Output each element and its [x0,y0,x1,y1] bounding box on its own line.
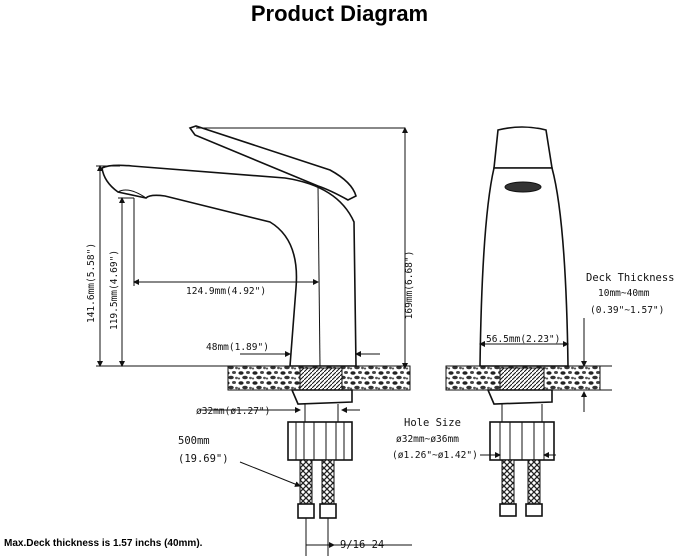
side-view: Deck Thickness 10mm~40mm (0.39"~1.57") 5… [392,126,675,517]
hole-size-label: Hole Size [404,417,461,429]
side-aerator [504,181,542,193]
deck-thickness-in: (0.39"~1.57") [590,305,664,316]
hole-size-in: (ø1.26"~ø1.42") [392,450,478,461]
front-view: 169mm(6.68") 141.6mm(5.58") 119.5mm(4.69… [86,125,415,556]
dim-hose-mm: 500mm [178,435,210,447]
side-body [479,167,569,367]
mounting-nut [287,421,353,461]
aerator [117,189,147,199]
hose-right [321,459,335,505]
dim-height-spout: 141.6mm(5.58") [86,243,97,323]
side-handle [493,126,553,169]
dim-shank: ø32mm(ø1.27") [196,406,270,417]
thread-shank [299,367,343,391]
lever-handle [188,125,357,201]
footer-note: Max.Deck thickness is 1.57 inchs (40mm). [4,538,203,549]
body-center-line [317,185,321,367]
mounting-bracket [290,389,353,405]
dim-height-total: 169mm(6.68") [404,251,415,320]
dim-height-outlet: 119.5mm(4.69") [109,250,120,330]
deck-thickness-mm: 10mm~40mm [598,288,650,299]
connector-size: 9/16-24 [340,539,384,551]
hose-left [299,459,313,505]
dim-hose-in: (19.69") [178,453,229,465]
dim-reach: 124.9mm(4.92") [186,286,266,297]
deck-thickness-label: Deck Thickness [586,272,675,284]
faucet-body [101,164,357,367]
dim-base-side: 56.5mm(2.23") [486,334,560,345]
hole-size-mm: ø32mm~ø36mm [396,434,459,445]
dim-base-front: 48mm(1.89") [206,342,269,353]
page-title: Product Diagram [250,1,429,26]
